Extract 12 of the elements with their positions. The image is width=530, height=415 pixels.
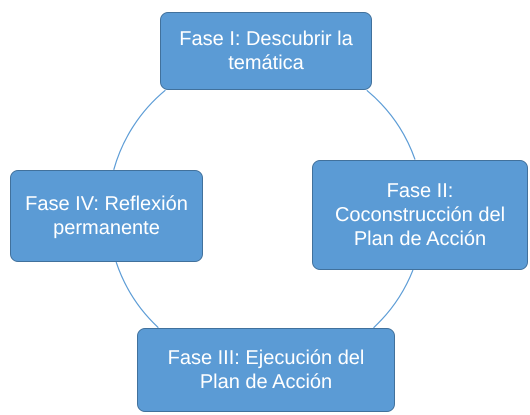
phase-box: [10, 170, 203, 262]
phase-box: [137, 328, 395, 412]
connector-arc: [366, 90, 416, 160]
phase-label: Fase III: Ejecución del Plan de Acción: [166, 346, 366, 394]
connector-arc: [113, 90, 166, 170]
phase-label: Fase IV: Reflexión permanente: [24, 192, 189, 240]
phase-box: [160, 12, 372, 90]
phase-label: Fase II: Coconstrucción del Plan de Acción: [334, 179, 506, 251]
phase-label: Fase I: Descubrir la temática: [178, 27, 354, 75]
connector-arc: [116, 262, 159, 328]
connector-arc: [373, 270, 414, 328]
phase-box: [312, 160, 528, 270]
